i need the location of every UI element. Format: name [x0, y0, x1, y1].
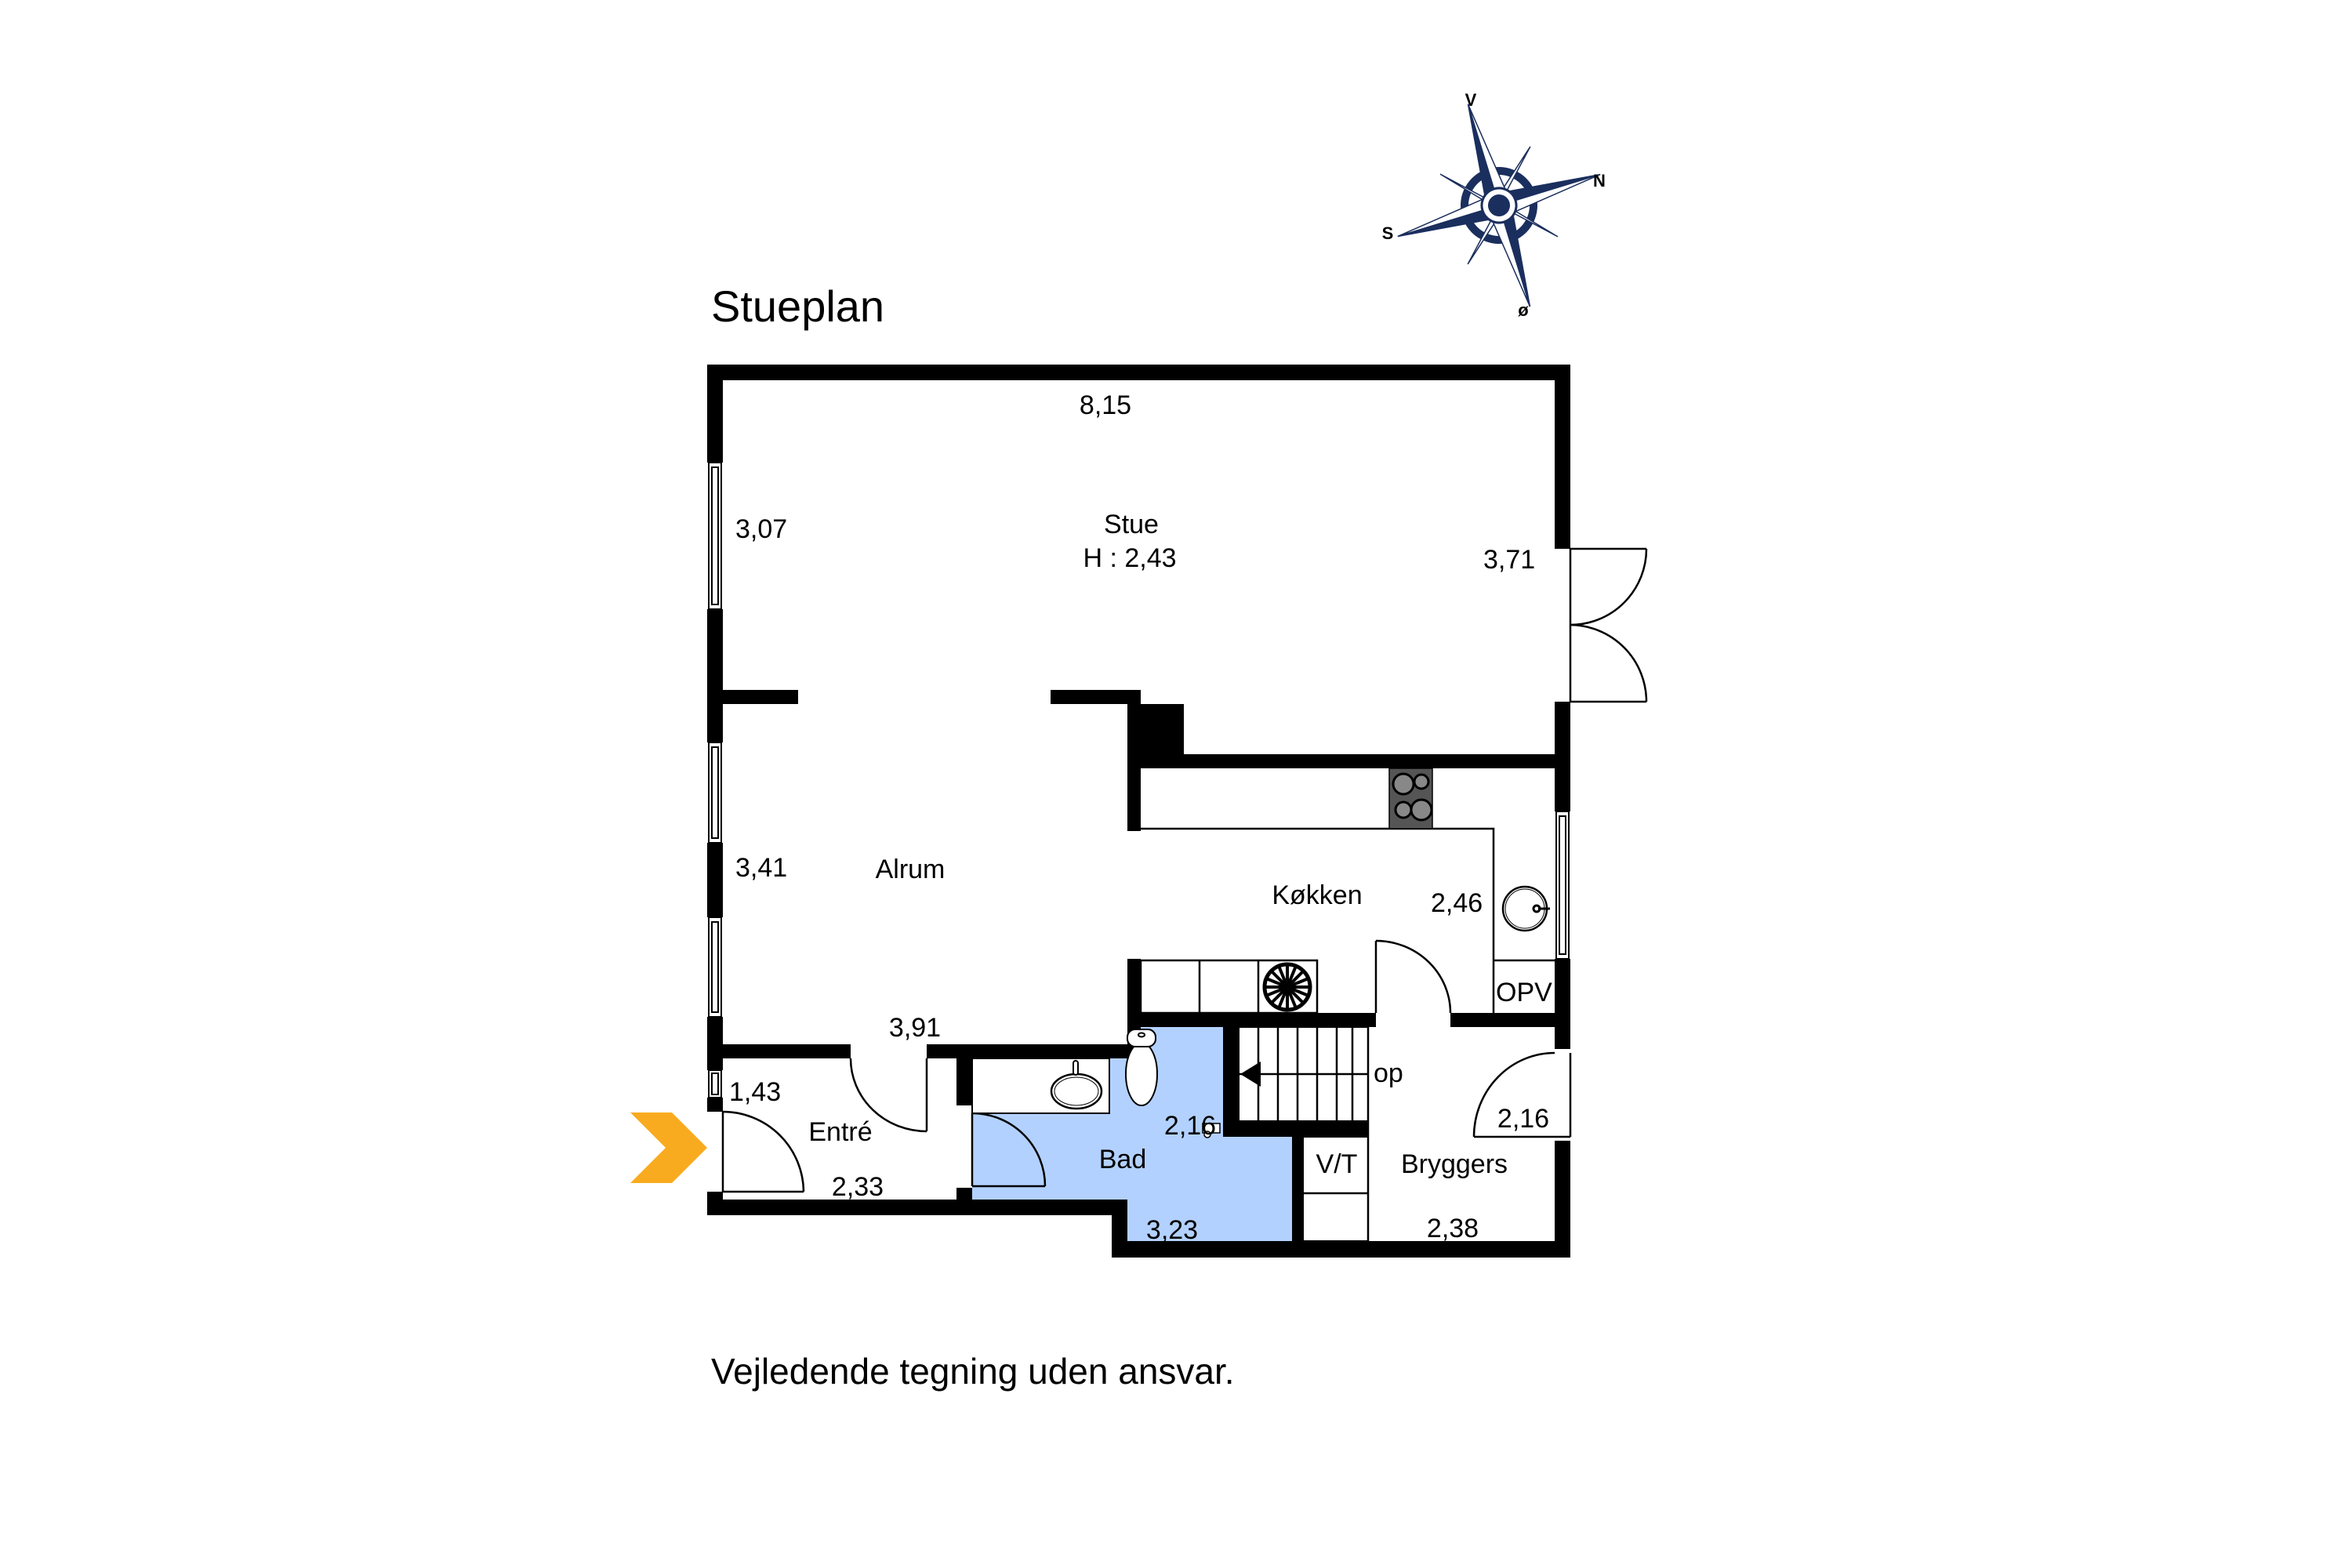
doors: [721, 547, 1648, 1193]
dim-bryggers-right: 2,16: [1497, 1104, 1549, 1134]
dim-alrum-left: 3,41: [735, 853, 787, 883]
label-kokken: Køkken: [1272, 880, 1362, 910]
windows: [708, 462, 1570, 1098]
interior-walls: [723, 690, 1555, 1241]
bath-fixtures: [971, 1029, 1221, 1138]
compass-rose-icon: [1397, 103, 1601, 307]
window-entre-left: [708, 1069, 722, 1098]
window-stue-left: [708, 462, 722, 610]
shower-tap-icon: [1202, 1123, 1221, 1138]
label-entre: Entré: [808, 1117, 872, 1147]
dim-entre-bottom: 2,33: [832, 1172, 884, 1202]
window-alrum-left-2: [708, 916, 722, 1018]
dim-bad-top: 2,16: [1164, 1111, 1216, 1141]
compass-label-o: ø: [1518, 300, 1529, 320]
label-stue-height: H : 2,43: [1083, 543, 1176, 573]
dim-stue-left: 3,07: [735, 514, 787, 544]
entrance-arrow-icon: [630, 1112, 707, 1183]
compass-label-v: V: [1465, 90, 1477, 110]
toilet-icon: [1125, 1029, 1158, 1106]
compass-label-n: N: [1593, 171, 1606, 191]
door-bryggers: [1472, 1051, 1572, 1138]
door-bath: [971, 1112, 1047, 1188]
door-kitchen-bryggers: [1374, 939, 1452, 1014]
kitchen-fixtures: [1139, 768, 1555, 1014]
kitchen-sink-icon: [1501, 885, 1550, 932]
dim-entre-left: 1,43: [729, 1077, 781, 1107]
utility-fixtures: [1302, 1027, 1370, 1242]
disclaimer-text: Vejledende tegning uden ansvar.: [711, 1351, 1235, 1392]
fan-icon: [1262, 962, 1312, 1012]
label-stue: Stue: [1104, 510, 1159, 539]
stair-arrow-icon: [1240, 1062, 1261, 1087]
staircase: [1238, 1026, 1369, 1122]
dim-bad-bottom: 3,23: [1146, 1215, 1198, 1245]
compass-label-s: S: [1382, 223, 1394, 243]
dim-bryggers-bottom: 2,38: [1427, 1214, 1479, 1243]
dim-stue-top: 8,15: [1080, 390, 1131, 420]
dim-kokken-right: 2,46: [1431, 888, 1483, 918]
label-opv: OPV: [1496, 978, 1552, 1007]
room-labels: 8,15 3,07 Stue H : 2,43 3,71 3,41 Alrum …: [729, 390, 1552, 1245]
dim-stue-right: 3,71: [1483, 545, 1535, 575]
label-bad: Bad: [1099, 1145, 1147, 1174]
chimney-block: [1133, 704, 1184, 760]
label-alrum: Alrum: [876, 855, 946, 884]
label-vt: V/T: [1316, 1149, 1358, 1179]
label-bryggers: Bryggers: [1401, 1149, 1508, 1179]
door-entre-alrum: [849, 1058, 928, 1133]
window-alrum-left-1: [708, 742, 722, 844]
bath-sink-icon: [1050, 1060, 1103, 1110]
door-entrance: [721, 1110, 805, 1193]
dim-alrum-bottom: 3,91: [889, 1013, 941, 1043]
floor-title: Stueplan: [711, 281, 885, 331]
outer-walls: [707, 365, 1570, 1258]
label-stairs-up: op: [1374, 1058, 1403, 1088]
door-stue-double: [1569, 547, 1648, 703]
window-kitchen-right: [1555, 811, 1570, 960]
stove-icon: [1388, 768, 1433, 829]
